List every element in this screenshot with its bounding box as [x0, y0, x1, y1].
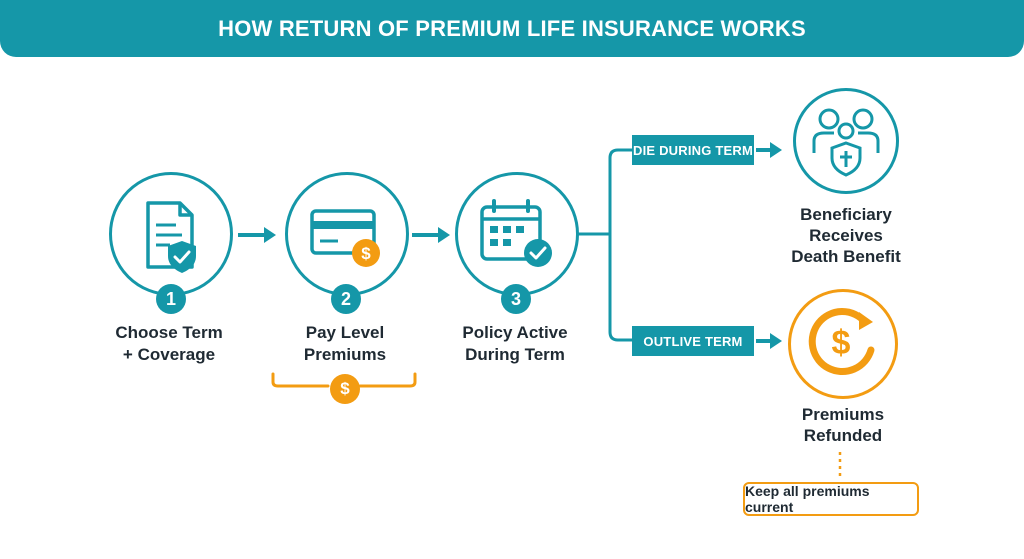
- arrow-step2-to-step3: [412, 227, 450, 243]
- step-1-circle: [109, 172, 233, 296]
- refund-label: Premiums Refunded: [763, 404, 923, 446]
- arrow-to-refund: [756, 333, 782, 349]
- premium-bracket: [271, 372, 417, 388]
- step-1-label-line1: Choose Term: [115, 323, 223, 342]
- beneficiary-circle: [793, 88, 899, 194]
- page-title: HOW RETURN OF PREMIUM LIFE INSURANCE WOR…: [218, 15, 806, 41]
- arrow-to-beneficiary: [756, 142, 782, 158]
- step-1-label: Choose Term + Coverage: [84, 322, 254, 366]
- svg-text:$: $: [832, 324, 851, 362]
- die-during-term-pill: DIE DURING TERM: [632, 135, 754, 165]
- svg-text:$: $: [361, 244, 371, 263]
- step-3-label-line2: During Term: [465, 345, 565, 364]
- step-2-label-line1: Pay Level: [305, 323, 385, 342]
- step-1-label-line2: + Coverage: [122, 345, 216, 364]
- step-3-label-line1: Policy Active: [462, 323, 568, 342]
- step-3-label: Policy Active During Term: [430, 322, 600, 366]
- calendar-check-icon: [480, 199, 552, 267]
- beneficiary-label: Beneficiary Receives Death Benefit: [766, 204, 926, 267]
- step-2-circle: $: [285, 172, 409, 296]
- document-shield-icon: [146, 201, 196, 273]
- family-shield-icon: [812, 108, 880, 177]
- note-box: Keep all premiums current: [743, 482, 919, 516]
- beneficiary-label-line3: Death Benefit: [791, 247, 901, 266]
- step-3-number: 3: [501, 284, 531, 314]
- step-1-number: 1: [156, 284, 186, 314]
- step-3-circle: [455, 172, 579, 296]
- credit-card-dollar-icon: $: [310, 209, 380, 267]
- step-2-number: 2: [331, 284, 361, 314]
- refund-label-line2: Refunded: [803, 426, 883, 445]
- header-banner: HOW RETURN OF PREMIUM LIFE INSURANCE WOR…: [0, 0, 1024, 57]
- dotted-connector: [838, 452, 842, 478]
- beneficiary-label-line2: Receives: [809, 226, 883, 245]
- step-2-label-line2: Premiums: [303, 345, 387, 364]
- refund-label-line1: Premiums: [801, 405, 885, 424]
- beneficiary-label-line1: Beneficiary: [800, 205, 892, 224]
- refund-circle: $: [788, 289, 898, 399]
- arrow-step1-to-step2: [238, 227, 276, 243]
- step-2-label: Pay Level Premiums: [260, 322, 430, 366]
- premium-dollar-coin: $: [330, 374, 360, 404]
- dollar-refund-icon: $: [808, 308, 875, 375]
- branch-connector: [576, 148, 634, 342]
- outlive-term-pill: OUTLIVE TERM: [632, 326, 754, 356]
